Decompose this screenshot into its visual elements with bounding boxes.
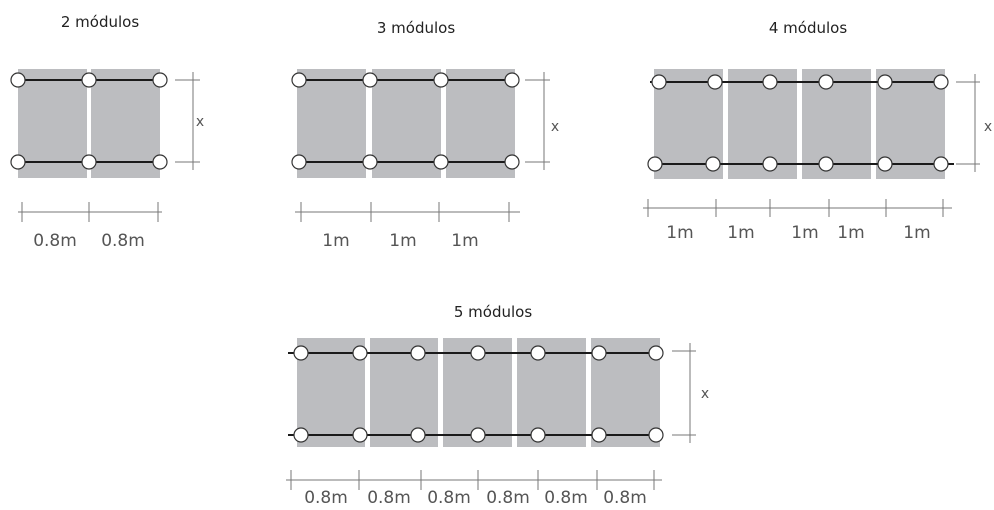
- clamp-icon: [293, 427, 309, 443]
- clamp-icon: [591, 427, 607, 443]
- width-dimension: [643, 199, 952, 217]
- clamp-icon: [352, 427, 368, 443]
- clamp-icon: [10, 154, 26, 170]
- clamp-icon: [648, 345, 664, 361]
- width-label: 0.8m: [427, 488, 471, 508]
- clamp-icon: [81, 72, 97, 88]
- diagram-4-modules: 4 módulos x: [643, 19, 992, 243]
- width-label: 0.8m: [33, 231, 77, 251]
- solar-panel: [370, 338, 438, 447]
- diagram-5-modules: 5 módulos x: [286, 303, 709, 508]
- diagram-title: 3 módulos: [377, 19, 455, 37]
- clamp-icon: [530, 345, 546, 361]
- solar-panel: [91, 69, 160, 178]
- clamp-icon: [470, 427, 486, 443]
- width-label: 1m: [837, 223, 864, 243]
- height-label: x: [196, 114, 204, 130]
- diagram-3-modules: 3 módulos x 1m 1: [291, 19, 559, 251]
- clamp-icon: [352, 345, 368, 361]
- height-label: x: [701, 386, 709, 402]
- width-label: 0.8m: [544, 488, 588, 508]
- clamp-icon: [362, 154, 378, 170]
- clamp-icon: [591, 345, 607, 361]
- solar-panel: [517, 338, 586, 447]
- width-label: 1m: [389, 231, 416, 251]
- clamp-icon: [762, 156, 778, 172]
- width-label: 0.8m: [367, 488, 411, 508]
- clamp-icon: [933, 74, 949, 90]
- solar-panel: [297, 69, 366, 178]
- width-dimension: [18, 202, 162, 222]
- clamp-icon: [818, 74, 834, 90]
- clamp-icon: [762, 74, 778, 90]
- width-label: 1m: [666, 223, 693, 243]
- clamp-icon: [470, 345, 486, 361]
- width-label: 0.8m: [603, 488, 647, 508]
- clamp-icon: [293, 345, 309, 361]
- clamp-icon: [504, 154, 520, 170]
- diagram-2-modules: 2 módulos x 0.8m 0.8m: [10, 13, 204, 251]
- clamp-icon: [152, 154, 168, 170]
- clamp-icon: [433, 72, 449, 88]
- solar-panel: [372, 69, 441, 178]
- clamp-icon: [291, 154, 307, 170]
- clamp-icon: [651, 74, 667, 90]
- height-label: x: [551, 119, 559, 135]
- diagram-title: 4 módulos: [769, 19, 847, 37]
- clamp-icon: [504, 72, 520, 88]
- height-dimension: [175, 72, 200, 170]
- clamp-icon: [530, 427, 546, 443]
- width-label: 1m: [791, 223, 818, 243]
- clamp-icon: [818, 156, 834, 172]
- height-dimension: [956, 74, 980, 172]
- height-label: x: [984, 119, 992, 135]
- clamp-icon: [81, 154, 97, 170]
- clamp-icon: [433, 154, 449, 170]
- clamp-icon: [152, 72, 168, 88]
- solar-panel: [728, 69, 797, 179]
- clamp-icon: [362, 72, 378, 88]
- clamp-icon: [10, 72, 26, 88]
- clamp-icon: [410, 345, 426, 361]
- clamp-icon: [877, 156, 893, 172]
- width-label: 1m: [727, 223, 754, 243]
- width-label: 0.8m: [101, 231, 145, 251]
- clamp-icon: [410, 427, 426, 443]
- width-label: 1m: [451, 231, 478, 251]
- clamp-icon: [933, 156, 949, 172]
- width-label: 1m: [903, 223, 930, 243]
- diagram-title: 2 módulos: [61, 13, 139, 31]
- solar-panel: [18, 69, 87, 178]
- clamp-icon: [291, 72, 307, 88]
- clamp-icon: [707, 74, 723, 90]
- width-label: 0.8m: [304, 488, 348, 508]
- width-dimension: [286, 470, 662, 490]
- width-label: 0.8m: [486, 488, 530, 508]
- width-dimension: [295, 202, 520, 222]
- solar-panel: [446, 69, 515, 178]
- clamp-icon: [648, 427, 664, 443]
- height-dimension: [525, 72, 550, 170]
- clamp-icon: [877, 74, 893, 90]
- solar-panel: [802, 69, 871, 179]
- clamp-icon: [647, 156, 663, 172]
- diagram-title: 5 módulos: [454, 303, 532, 321]
- clamp-icon: [705, 156, 721, 172]
- width-label: 1m: [322, 231, 349, 251]
- height-dimension: [672, 343, 696, 443]
